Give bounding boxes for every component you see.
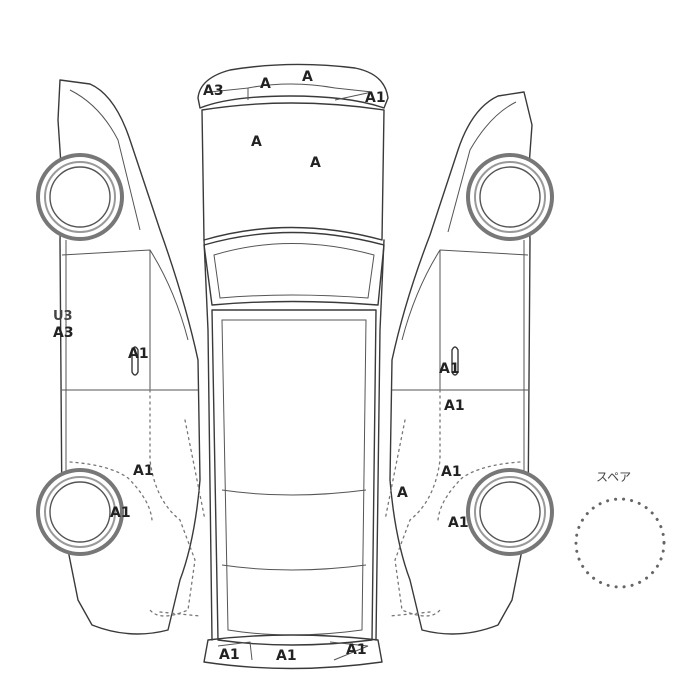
label-rear-bumper-right: A1 [346, 642, 367, 658]
label-hood-left: A [251, 134, 262, 150]
label-rear-bumper-left: A1 [219, 647, 240, 663]
car-right-side-view [384, 91, 554, 635]
label-right-front-door: A1 [439, 361, 460, 377]
label-right-rear-door: A1 [441, 464, 462, 480]
label-front-bumper-right: A1 [365, 90, 386, 106]
label-right-front-door-lower: A1 [444, 398, 465, 414]
label-spare: スペア [596, 470, 632, 484]
roof[interactable] [211, 309, 377, 646]
label-left-fender-bottom: A3 [53, 325, 74, 341]
label-left-front-door: A1 [128, 346, 149, 362]
label-front-bumper-center: A [302, 69, 313, 85]
spare-tire[interactable] [574, 497, 666, 589]
front-bumper[interactable] [197, 63, 389, 109]
label-front-bumper-center-left: A [260, 76, 271, 92]
car-left-side-view [36, 79, 206, 635]
label-rear-bumper-center: A1 [276, 648, 297, 664]
rear-bumper[interactable] [203, 634, 383, 670]
hood[interactable] [201, 102, 385, 241]
label-hood-right: A [310, 155, 321, 171]
label-front-bumper-left: A3 [203, 83, 224, 99]
label-left-rear-wheel: A1 [110, 505, 131, 521]
label-right-rear-wheel: A1 [448, 515, 469, 531]
windshield [203, 231, 385, 306]
label-left-fender-top: U3 [53, 309, 73, 324]
label-right-rear-quarter: A [397, 485, 408, 501]
label-left-rear-door: A1 [133, 463, 154, 479]
car-top-view [197, 63, 389, 670]
